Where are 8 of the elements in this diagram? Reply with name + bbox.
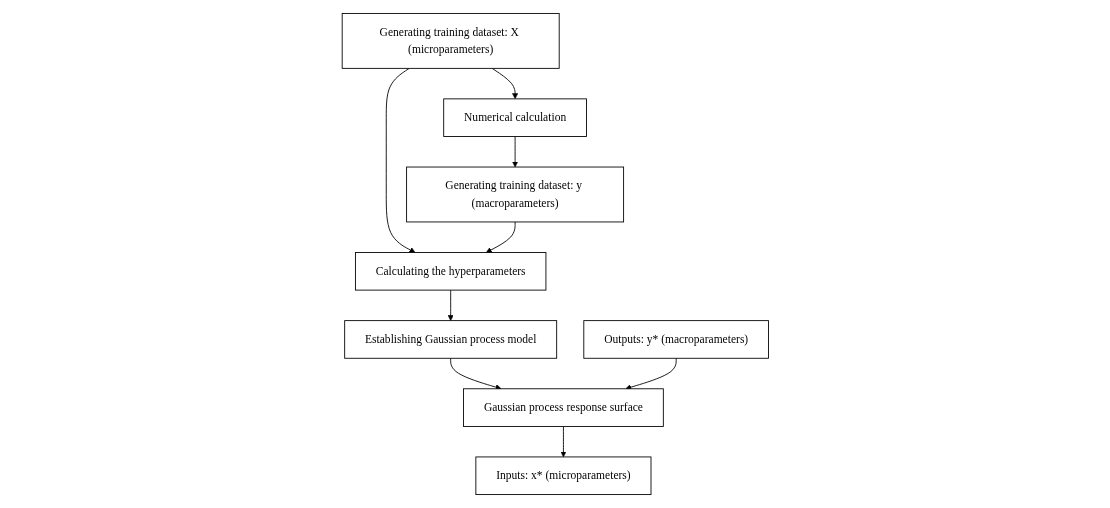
node-box: Gaussian process response surface xyxy=(462,388,664,427)
node-box: Numerical calculation xyxy=(442,98,587,137)
node-box: Inputs: x* (microparameters) xyxy=(475,456,652,495)
node-box: Outputs: y* (macroparameters) xyxy=(583,320,769,359)
node-box: Generating training dataset: y (macroparameters) xyxy=(405,166,624,223)
node-box: Generating training dataset: X (microparameters) xyxy=(341,13,560,69)
node-box: Calculating the hyperparameters xyxy=(354,252,546,291)
node-box: Establishing Gaussian process model xyxy=(343,320,557,359)
